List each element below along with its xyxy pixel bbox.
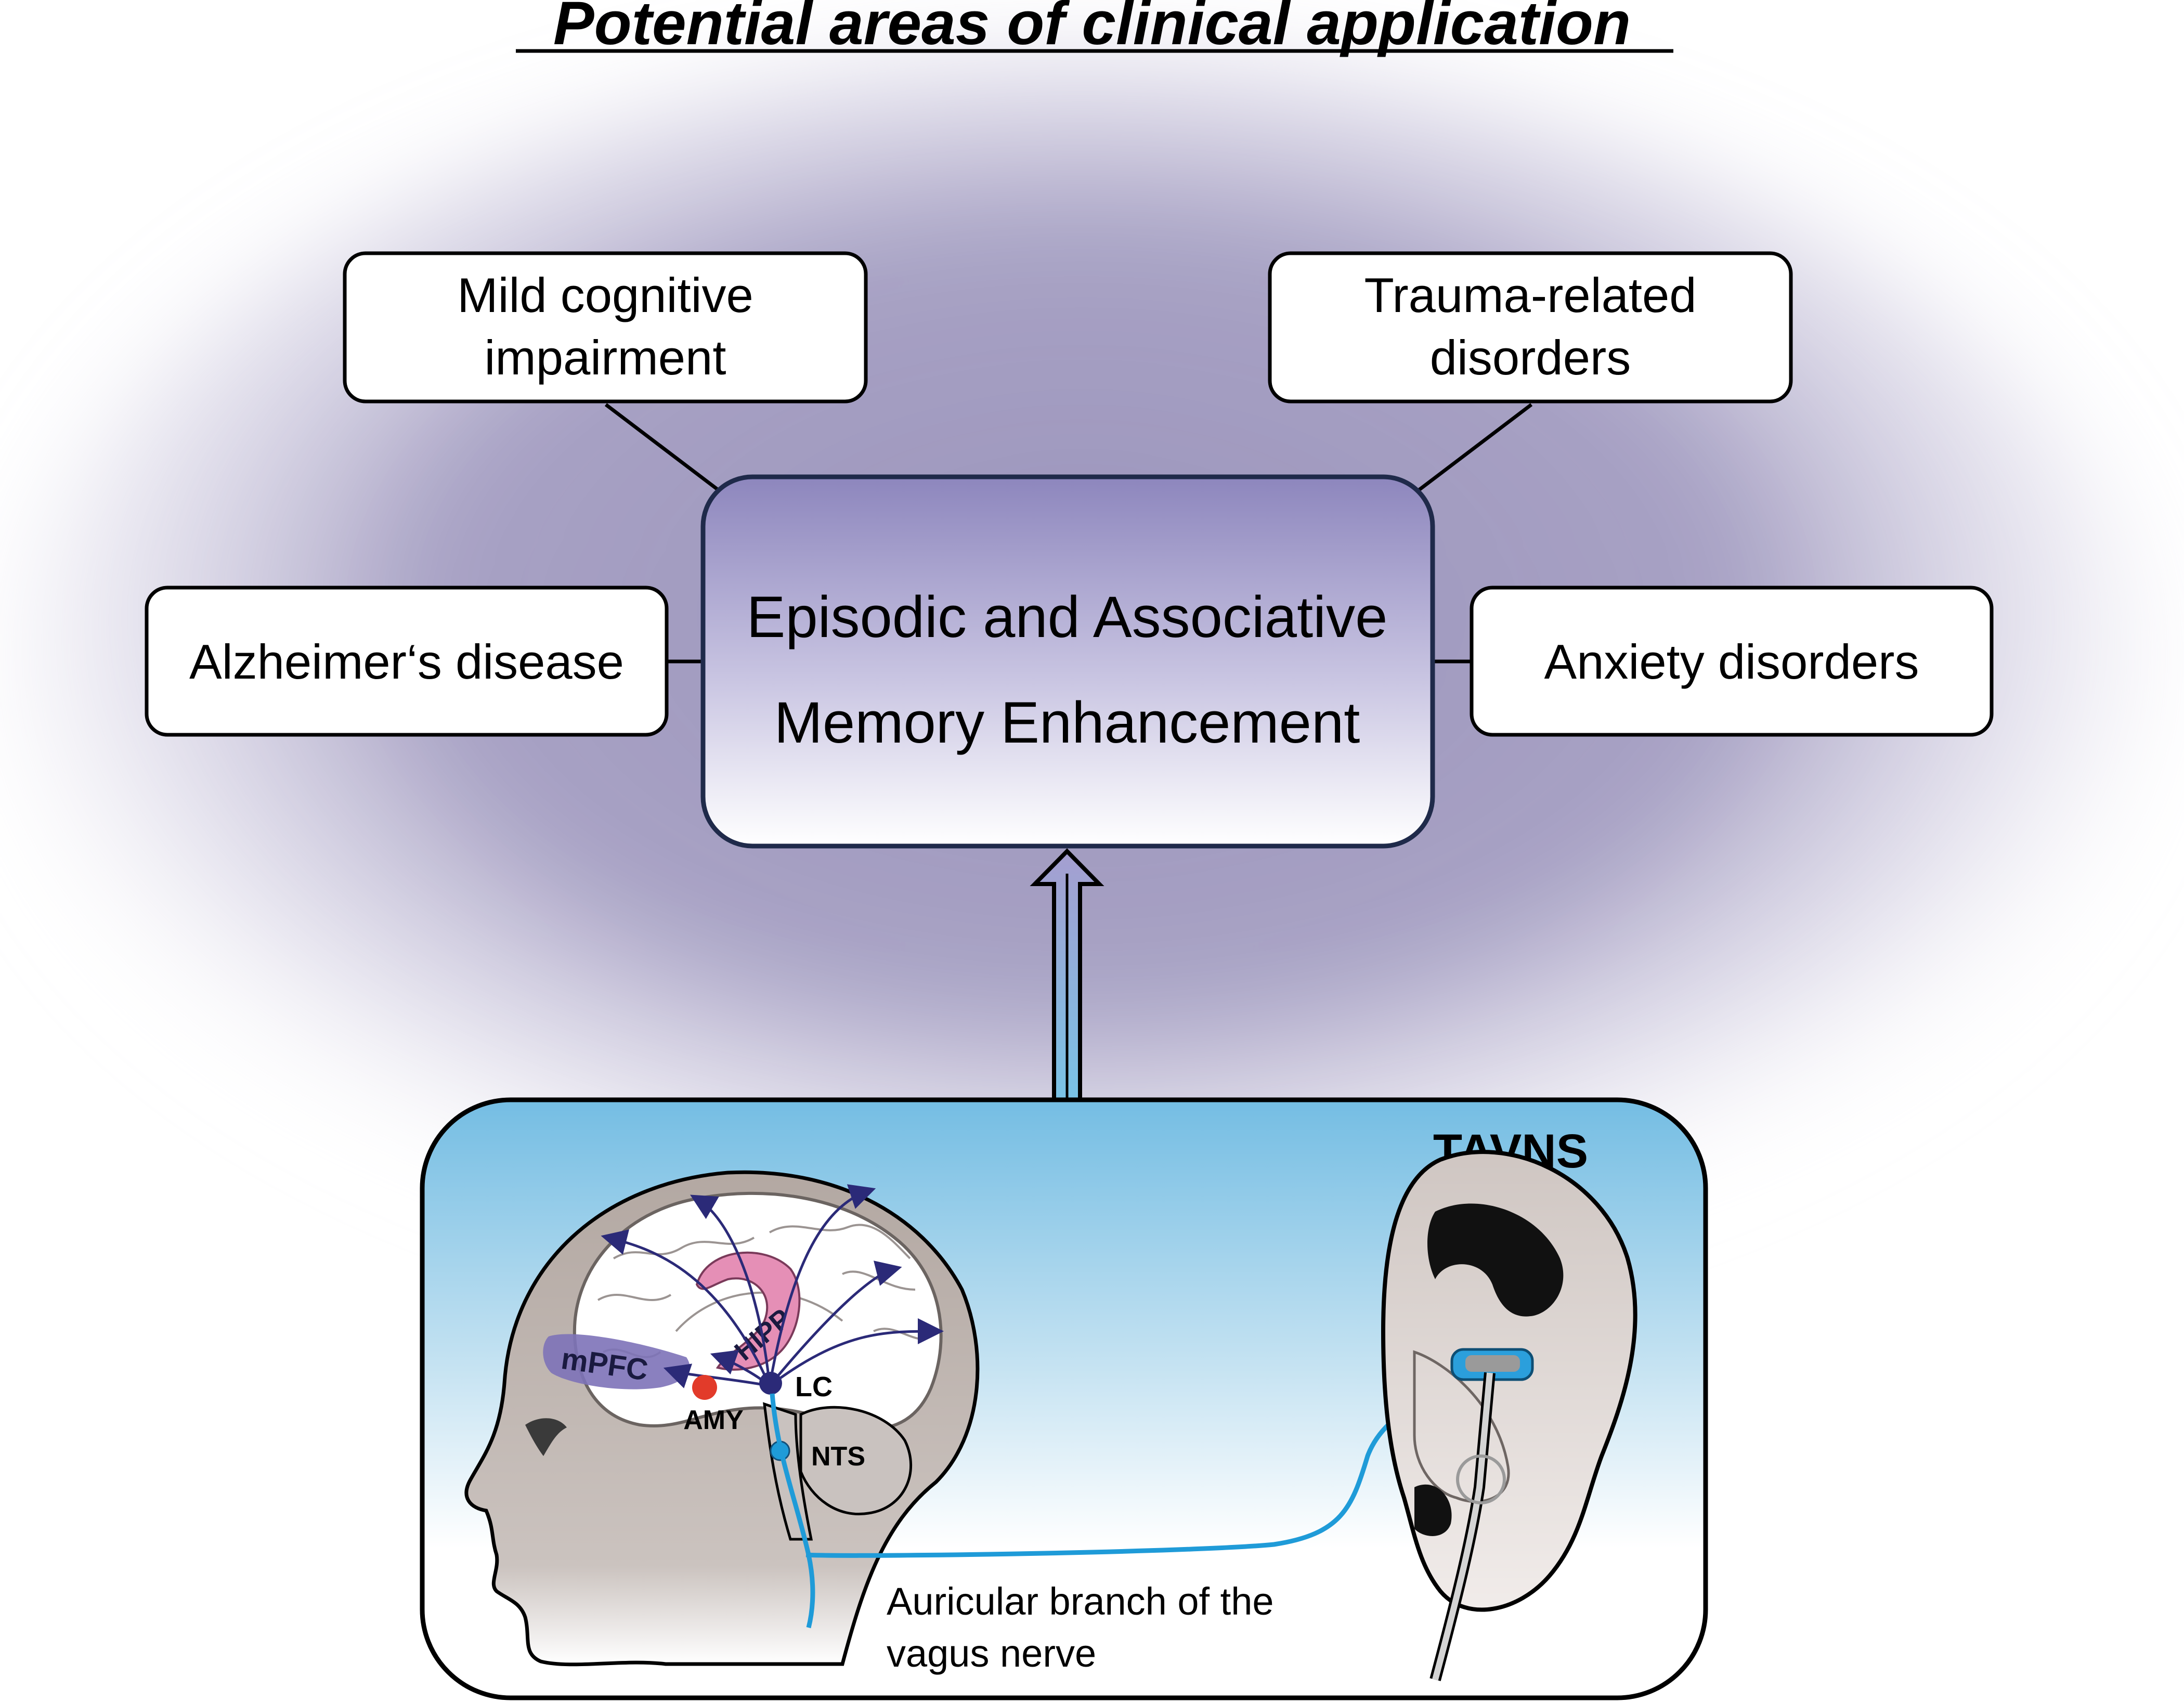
connector-mci: [604, 403, 722, 493]
lc-nucleus: [759, 1372, 782, 1395]
ear-tragus: [1414, 1484, 1452, 1536]
amy-nucleus: [692, 1375, 717, 1400]
nts-label: NTS: [811, 1441, 865, 1472]
anxiety-label: Anxiety disorders: [1544, 634, 1919, 689]
box-anxiety-disorders: Anxiety disorders: [1470, 586, 1994, 737]
alzheimers-label: Alzheimer‘s disease: [189, 634, 624, 689]
connector-trauma: [1415, 403, 1533, 493]
ear-inner-helix: [1427, 1203, 1564, 1317]
upward-arrow: [1030, 848, 1104, 1102]
trauma-line1: Trauma-related: [1364, 268, 1696, 322]
nerve-label-line2: vagus nerve: [887, 1632, 1096, 1675]
tavns-panel: TAVNS mPFC HIPP: [420, 1097, 1708, 1700]
box-mild-cognitive-impairment: Mild cognitive impairment: [343, 251, 868, 404]
box-trauma-related-disorders: Trauma-related disorders: [1268, 251, 1793, 404]
nerve-label-line1: Auricular branch of the: [887, 1580, 1274, 1623]
figure-title: Potential areas of clinical application: [553, 0, 1631, 58]
trauma-line2: disorders: [1430, 330, 1631, 385]
center-line2: Memory Enhancement: [774, 690, 1360, 755]
vagus-nerve-path: [770, 1393, 815, 1629]
mpfc-region: [543, 1334, 690, 1389]
electrode-pad-inner: [1465, 1355, 1520, 1372]
box-alzheimers-disease: Alzheimer‘s disease: [145, 586, 669, 737]
mci-line2: impairment: [485, 330, 726, 385]
eye-icon: [525, 1418, 567, 1456]
cerebellum: [799, 1406, 913, 1515]
lc-label: LC: [795, 1371, 833, 1402]
electrode-ring: [1456, 1454, 1506, 1504]
mci-line1: Mild cognitive: [457, 268, 753, 322]
center-line1: Episodic and Associative: [747, 584, 1388, 649]
box-memory-enhancement: Episodic and Associative Memory Enhancem…: [700, 474, 1435, 849]
noradrenergic-pathways: [601, 1184, 944, 1388]
amy-label: AMY: [683, 1405, 744, 1435]
